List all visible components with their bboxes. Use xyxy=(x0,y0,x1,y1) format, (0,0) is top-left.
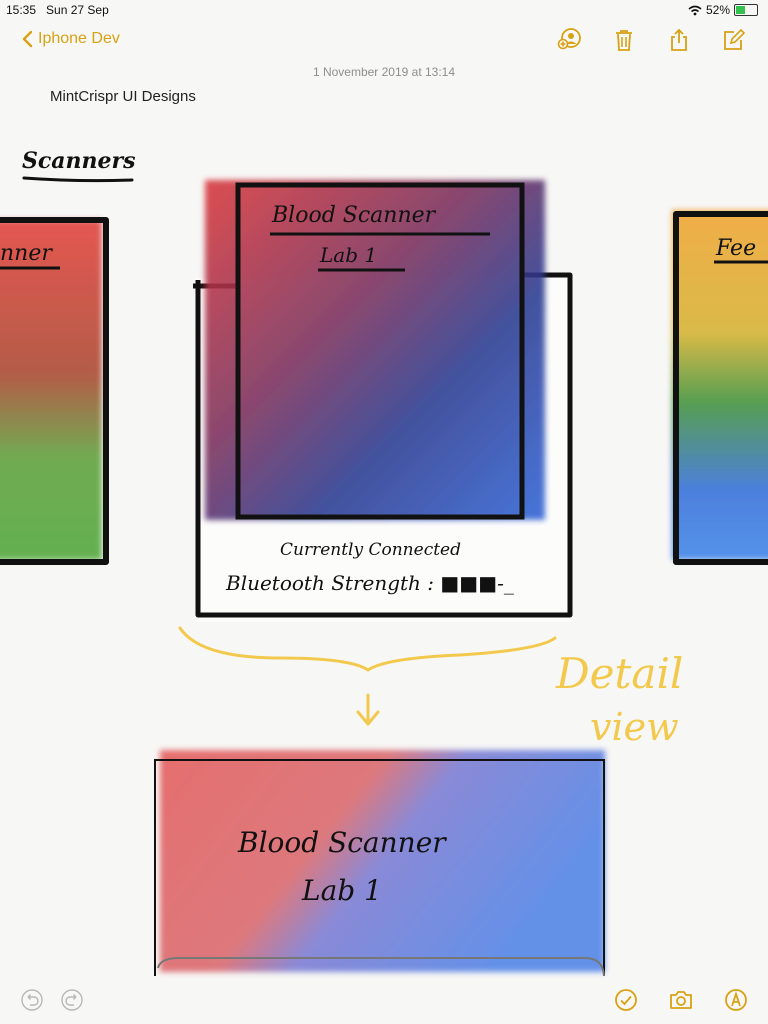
share-icon[interactable] xyxy=(667,28,691,52)
trash-icon[interactable] xyxy=(612,28,636,52)
sketch-heading: Scanners xyxy=(22,148,136,174)
annotation-line1: Detail xyxy=(555,649,683,698)
nav-actions xyxy=(557,28,746,52)
note-title[interactable]: MintCrispr UI Designs xyxy=(50,88,196,105)
note-tools-group xyxy=(614,988,748,1012)
undo-redo-group xyxy=(20,988,84,1012)
right-scanner-card[interactable]: Fee xyxy=(672,210,768,565)
nav-bar: Iphone Dev xyxy=(0,24,768,60)
bottom-toolbar xyxy=(0,980,768,1024)
center-scanner-card[interactable]: Blood Scanner Lab 1 Currently Connected … xyxy=(193,180,573,622)
heading-underline xyxy=(22,176,134,183)
chevron-left-icon xyxy=(22,30,33,48)
camera-icon[interactable] xyxy=(669,988,693,1012)
status-time: 15:35 xyxy=(6,3,37,17)
detail-card-subtitle: Lab 1 xyxy=(301,874,382,907)
battery-icon xyxy=(734,4,758,16)
back-button[interactable]: Iphone Dev xyxy=(22,30,120,48)
status-bar: 15:35 Sun 27 Sep 52% xyxy=(0,0,768,20)
redo-icon[interactable] xyxy=(60,988,84,1012)
note-timestamp: 1 November 2019 at 13:14 xyxy=(312,65,456,79)
add-person-icon[interactable] xyxy=(557,28,581,52)
right-card-label: Fee xyxy=(715,236,756,261)
center-card-title: Blood Scanner xyxy=(271,203,437,228)
connected-text: Currently Connected xyxy=(280,540,461,560)
drawing-canvas[interactable]: Scanners nner Blood Scanner Lab 1 Curren… xyxy=(0,110,768,980)
back-label: Iphone Dev xyxy=(38,30,120,47)
battery-percent: 52% xyxy=(705,3,730,17)
status-date: Sun 27 Sep xyxy=(46,3,109,17)
detail-card-title: Blood Scanner xyxy=(237,826,447,859)
checklist-icon[interactable] xyxy=(614,988,638,1012)
wifi-icon xyxy=(688,5,702,15)
detail-view-card[interactable]: Blood Scanner Lab 1 xyxy=(154,750,605,977)
status-right: 52% xyxy=(688,3,758,17)
annotation-line2: view xyxy=(590,705,679,749)
status-time-date: 15:35 Sun 27 Sep xyxy=(6,3,109,17)
left-card-label: nner xyxy=(0,241,53,266)
bluetooth-text: Bluetooth Strength : ■■■-_ xyxy=(225,571,514,595)
center-card-subtitle: Lab 1 xyxy=(319,243,377,267)
compose-icon[interactable] xyxy=(722,28,746,52)
detail-annotation: Detail view xyxy=(178,626,683,749)
markup-pen-icon[interactable] xyxy=(724,988,748,1012)
left-scanner-card[interactable]: nner xyxy=(0,217,109,565)
undo-icon[interactable] xyxy=(20,988,44,1012)
